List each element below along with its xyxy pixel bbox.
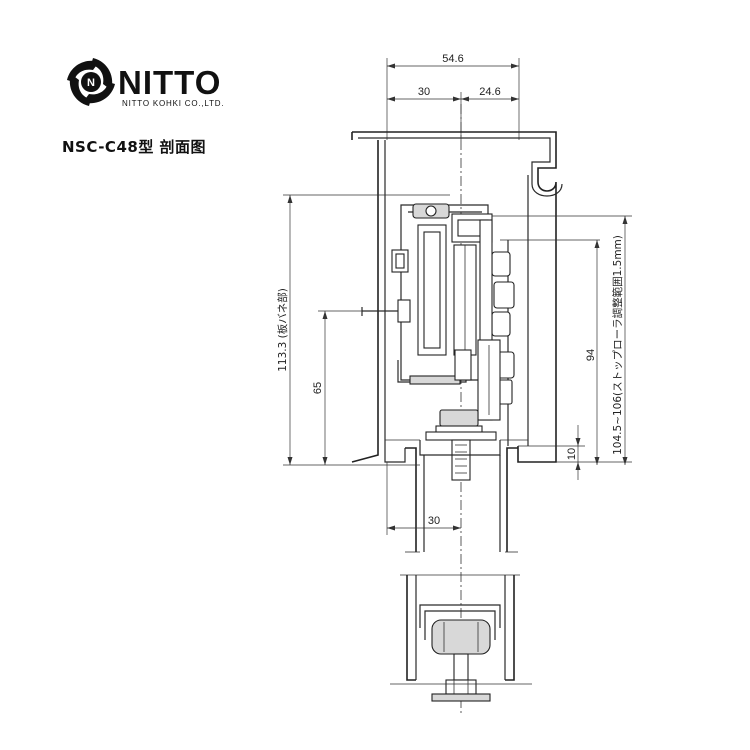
dim-height-94: 94 <box>585 349 597 361</box>
dim-height-10: 10 <box>566 448 578 460</box>
bottom-dimension: 30 <box>386 462 461 535</box>
svg-text:N: N <box>87 77 95 89</box>
trolley-assembly <box>361 203 515 481</box>
dim-overall-width: 54.6 <box>442 53 463 65</box>
brand-name: NITTO <box>118 64 221 101</box>
dim-bottom-width: 30 <box>428 515 440 527</box>
dim-stop-roller-range: 104.5~106(ストップローラ調整範囲1.5mm) <box>611 235 624 455</box>
hanger-bracket-lower <box>390 574 532 702</box>
right-dimensions: 104.5~106(ストップローラ調整範囲1.5mm) 94 10 <box>492 215 632 480</box>
nitto-logo: N NITTO NITTO KOHKI CO.,LTD. <box>67 58 224 108</box>
hanger-bracket-upper <box>405 440 518 553</box>
drawing-title: NSC-C48型 剖面图 <box>62 138 206 156</box>
brand-subtitle: NITTO KOHKI CO.,LTD. <box>122 99 224 108</box>
left-dimensions: 113.3 (板バネ部) 65 <box>276 194 450 466</box>
dim-left-width: 30 <box>418 86 430 98</box>
dim-spring-height: 113.3 (板バネ部) <box>276 288 289 372</box>
dim-height-65: 65 <box>312 382 324 394</box>
top-dimensions: 54.6 30 24.6 <box>386 53 520 140</box>
nitto-emblem-icon: N <box>67 58 115 106</box>
dim-right-width: 24.6 <box>479 86 500 98</box>
